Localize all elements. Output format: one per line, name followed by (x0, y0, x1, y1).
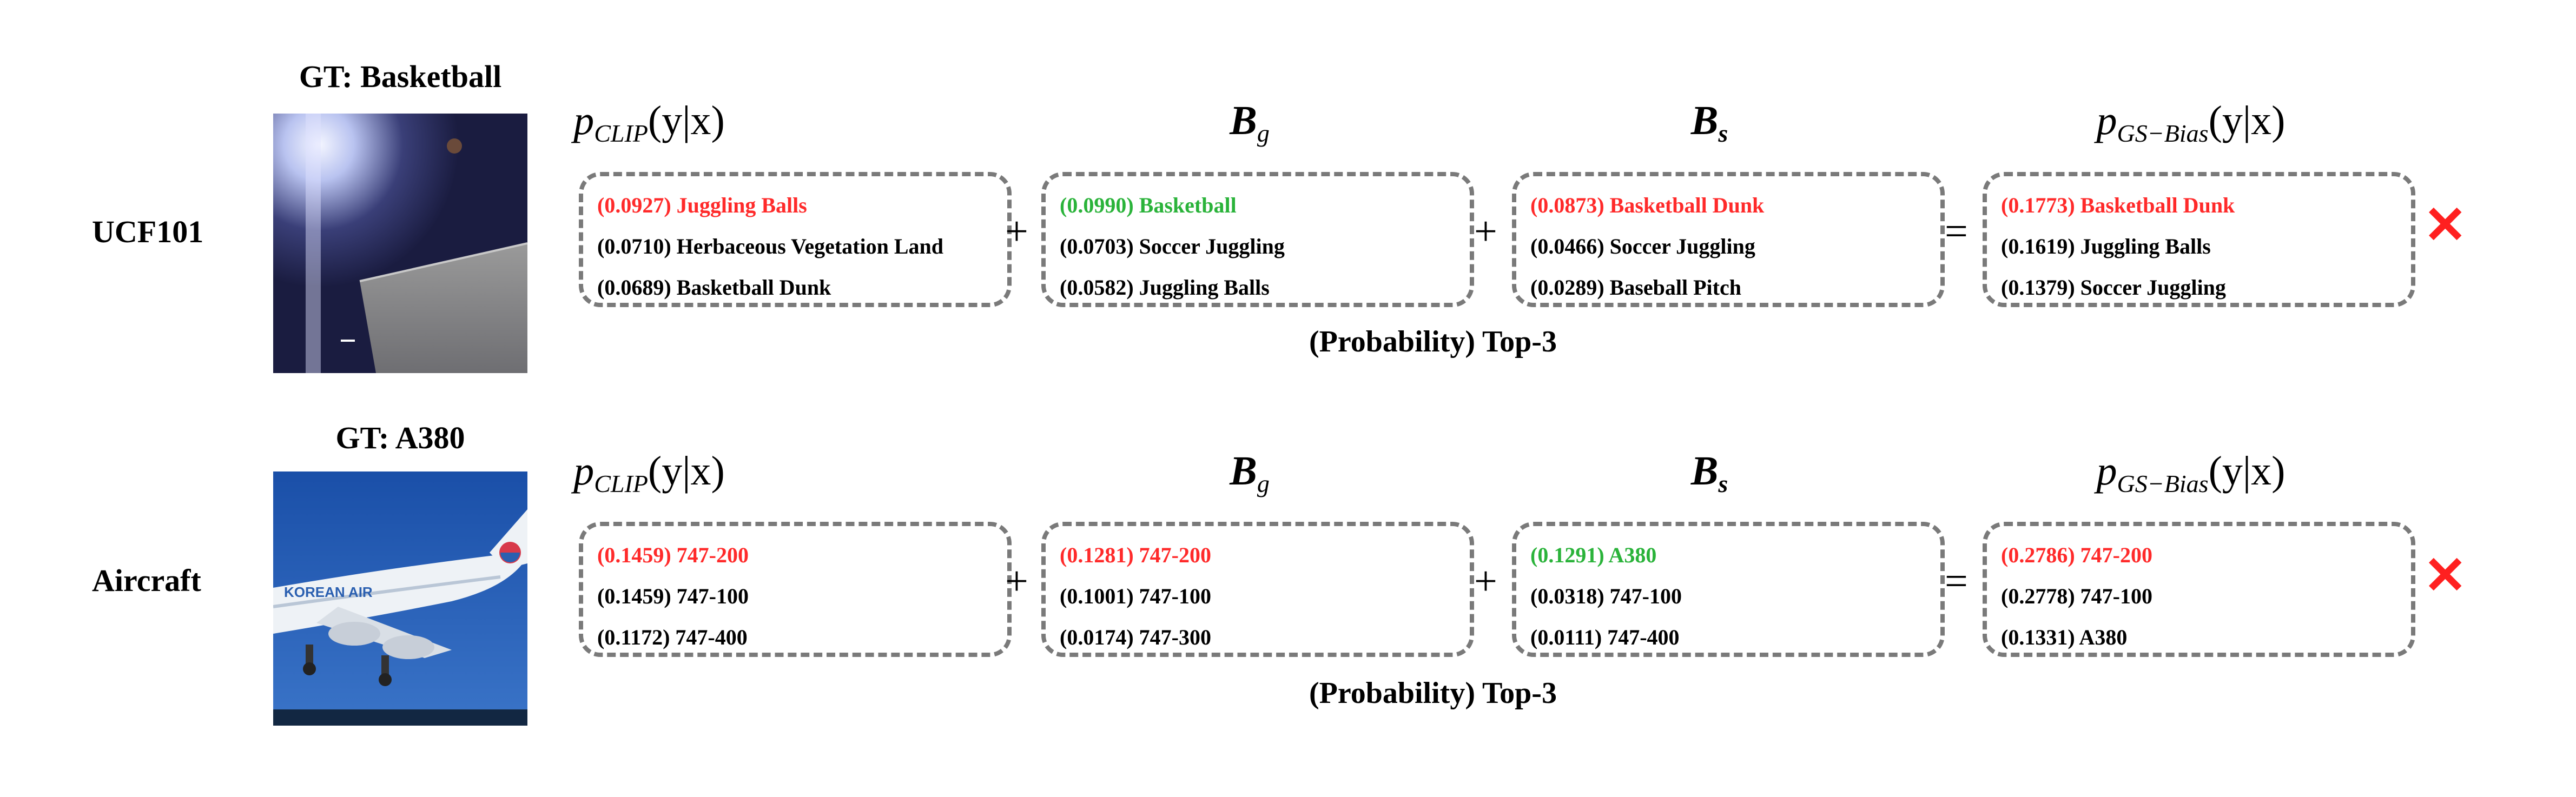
dataset-label: UCF101 (92, 214, 204, 249)
top3-box-p-clip: (0.1459) 747-200 (0.1459) 747-100 (0.117… (579, 522, 1012, 657)
list-item: (0.0703) Soccer Juggling (1060, 234, 1285, 258)
list-item: (0.2778) 747-100 (2001, 584, 2152, 608)
p-gs-bias-title: pGS−Bias(y|x) (2096, 98, 2286, 147)
wrong-prediction-cross-icon: ✕ (2423, 547, 2467, 605)
top3-caption: (Probability) Top-3 (1309, 325, 1557, 358)
bg-title: Bg (1230, 448, 1270, 497)
basketball-frame-illustration (273, 114, 527, 373)
top3-box-p-gs-bias: (0.1773) Basketball Dunk (0.1619) Juggli… (1983, 172, 2415, 307)
list-item: (0.1619) Juggling Balls (2001, 234, 2211, 258)
top3-box-bs: (0.0873) Basketball Dunk (0.0466) Soccer… (1512, 172, 1945, 307)
list-item: (0.0111) 747-400 (1530, 625, 1680, 649)
list-item: (0.0990) Basketball (1060, 193, 1237, 217)
equals-operator: = (1945, 559, 1968, 604)
list-item: (0.1459) 747-100 (597, 584, 749, 608)
list-item: (0.1001) 747-100 (1060, 584, 1211, 608)
bs-title: Bs (1690, 98, 1728, 147)
ground-truth-label: GT: Basketball (299, 59, 502, 94)
list-item: (0.1459) 747-200 (597, 543, 749, 567)
list-item: (0.1281) 747-200 (1060, 543, 1211, 567)
video-frame-image (273, 114, 527, 373)
top3-box-bs: (0.1291) A380 (0.0318) 747-100 (0.0111) … (1512, 522, 1945, 657)
plus-operator: + (1005, 559, 1028, 604)
top3-box-bg: (0.1281) 747-200 (0.1001) 747-100 (0.017… (1041, 522, 1474, 657)
top3-caption: (Probability) Top-3 (1309, 676, 1557, 710)
list-item: (0.1379) Soccer Juggling (2001, 275, 2226, 300)
svg-text:KOREAN AIR: KOREAN AIR (284, 584, 373, 600)
aircraft-illustration: KOREAN AIR (273, 471, 527, 726)
list-item: (0.0710) Herbaceous Vegetation Land (597, 234, 943, 258)
list-item: (0.1172) 747-400 (597, 625, 748, 649)
list-item: (0.0318) 747-100 (1530, 584, 1682, 608)
p-gs-bias-title: pGS−Bias(y|x) (2096, 448, 2286, 497)
list-item: (0.0582) Juggling Balls (1060, 275, 1270, 300)
aircraft-image: KOREAN AIR (273, 471, 527, 726)
list-item: (0.1331) A380 (2001, 625, 2128, 649)
plus-operator: + (1474, 209, 1497, 254)
plus-operator: + (1474, 559, 1497, 604)
list-item: (0.1773) Basketball Dunk (2001, 193, 2235, 217)
p-clip-title: pCLIP(y|x) (573, 98, 725, 147)
plus-operator: + (1005, 209, 1028, 254)
bg-title: Bg (1230, 98, 1270, 147)
list-item: (0.0689) Basketball Dunk (597, 275, 831, 300)
top3-box-bg: (0.0990) Basketball (0.0703) Soccer Jugg… (1041, 172, 1474, 307)
top3-box-p-clip: (0.0927) Juggling Balls (0.0710) Herbace… (579, 172, 1012, 307)
equals-operator: = (1945, 209, 1968, 254)
dataset-label: Aircraft (92, 563, 201, 598)
list-item: (0.1291) A380 (1530, 543, 1657, 567)
list-item: (0.0174) 747-300 (1060, 625, 1211, 649)
wrong-prediction-cross-icon: ✕ (2423, 196, 2467, 254)
list-item: (0.2786) 747-200 (2001, 543, 2152, 567)
list-item: (0.0289) Baseball Pitch (1530, 275, 1741, 300)
list-item: (0.0873) Basketball Dunk (1530, 193, 1765, 217)
list-item: (0.0466) Soccer Juggling (1530, 234, 1755, 258)
p-clip-title: pCLIP(y|x) (573, 448, 725, 497)
ground-truth-label: GT: A380 (335, 420, 465, 455)
bs-title: Bs (1690, 448, 1728, 497)
list-item: (0.0927) Juggling Balls (597, 193, 807, 217)
top3-box-p-gs-bias: (0.2786) 747-200 (0.2778) 747-100 (0.133… (1983, 522, 2415, 657)
